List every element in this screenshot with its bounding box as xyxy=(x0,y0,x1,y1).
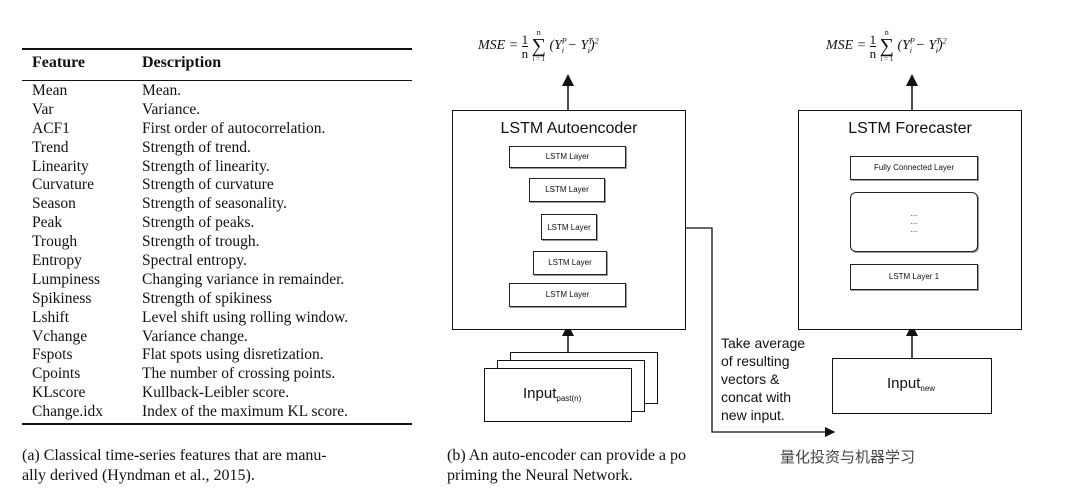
feature-name: Trough xyxy=(32,233,78,251)
table-row: Cpoints The number of crossing points. xyxy=(22,365,412,384)
forecaster-mse-formula: MSE = 1 n n ∑ i = 1 (YPi − YTi)2 xyxy=(826,28,947,63)
table-row: Season Strength of seasonality. xyxy=(22,195,412,214)
feature-name: Vchange xyxy=(32,327,88,345)
feature-name: Season xyxy=(32,195,76,213)
feature-name: Cpoints xyxy=(32,365,81,383)
feature-name: Peak xyxy=(32,214,63,232)
caption-a-line1: (a) Classical time-series features that … xyxy=(22,447,327,464)
table-row: Trough Strength of trough. xyxy=(22,233,412,252)
feature-name: Lshift xyxy=(32,308,70,326)
table-row: ACF1 First order of autocorrelation. xyxy=(22,120,412,139)
table-row: Curvature Strength of curvature xyxy=(22,176,412,195)
input-past-label: Inputpast(n) xyxy=(523,385,582,403)
caption-b-line1: (b) An auto-encoder can provide a po xyxy=(447,447,687,464)
table-row: Fspots Flat spots using disretization. xyxy=(22,346,412,365)
feature-description: Flat spots using disretization. xyxy=(142,346,324,364)
autoencoder-lstm-layer-4: LSTM Layer xyxy=(533,251,607,275)
table-row: Var Variance. xyxy=(22,101,412,120)
table-row: KLscore Kullback-Leibler score. xyxy=(22,384,412,403)
table-body: Mean Mean. Var Variance. ACF1 First order of … xyxy=(22,82,412,422)
autoencoder-lstm-layer-5: LSTM Layer xyxy=(509,283,626,307)
feature-description: The number of crossing points. xyxy=(142,365,336,383)
table-row: Vchange Variance change. xyxy=(22,328,412,347)
note-line-5: new input. xyxy=(721,407,785,423)
input-new-label: Inputnew xyxy=(887,375,936,393)
feature-description: Variance. xyxy=(142,100,201,118)
feature-name: Entropy xyxy=(32,252,82,270)
feature-name: Lumpiness xyxy=(32,270,101,288)
table-row: Spikiness Strength of spikiness xyxy=(22,290,412,309)
caption-a-line2: ally derived (Hyndman et al., 2015). xyxy=(22,467,255,484)
autoencoder-lstm-layer-1: LSTM Layer xyxy=(509,146,626,168)
table-row: Mean Mean. xyxy=(22,82,412,101)
forecaster-lstm-layer-1: LSTM Layer 1 xyxy=(850,264,978,290)
forecaster-title: LSTM Forecaster xyxy=(848,120,972,137)
feature-description: Index of the maximum KL score. xyxy=(142,403,349,421)
caption-b-line2: priming the Neural Network. xyxy=(447,467,633,484)
feature-name: Spikiness xyxy=(32,289,92,307)
feature-name: Trend xyxy=(32,138,69,156)
table-row: Linearity Strength of linearity. xyxy=(22,158,412,177)
feature-description: Variance change. xyxy=(142,327,248,345)
feature-description: Kullback-Leibler score. xyxy=(142,384,290,402)
table-row: Peak Strength of peaks. xyxy=(22,214,412,233)
note-line-2: of resulting xyxy=(721,353,790,369)
autoencoder-lstm-layer-2: LSTM Layer xyxy=(529,178,605,202)
autoencoder-title: LSTM Autoencoder xyxy=(500,120,638,137)
feature-description: Strength of curvature xyxy=(142,176,274,194)
table-header-description: Description xyxy=(142,54,222,71)
autoencoder-mse-formula: MSE = 1 n n ∑ i = 1 (YPi − YTi)2 xyxy=(478,28,599,63)
feature-description: Strength of linearity. xyxy=(142,157,270,175)
feature-name: ACF1 xyxy=(32,119,70,137)
table-top-rule xyxy=(22,48,412,50)
feature-description: Level shift using rolling window. xyxy=(142,308,349,326)
table-row: Change.idx Index of the maximum KL score. xyxy=(22,403,412,422)
feature-description: Spectral entropy. xyxy=(142,252,247,270)
table-bottom-rule xyxy=(22,423,412,425)
averaging-note: Take average of resulting vectors & conc… xyxy=(721,334,805,424)
feature-name: Fspots xyxy=(32,346,73,364)
forecaster-fully-connected-layer: Fully Connected Layer xyxy=(850,156,978,180)
table-header-rule xyxy=(22,80,412,81)
feature-name: Curvature xyxy=(32,176,94,194)
input-past-box: Inputpast(n) xyxy=(484,368,632,422)
feature-name: KLscore xyxy=(32,384,86,402)
feature-description: Strength of peaks. xyxy=(142,214,255,232)
autoencoder-lstm-layer-bottleneck: LSTM Layer xyxy=(541,214,597,240)
feature-name: Linearity xyxy=(32,157,89,175)
note-line-4: concat with xyxy=(721,389,792,405)
forecaster-hidden-layers: ... ... ... xyxy=(850,192,978,252)
table-row: Lumpiness Changing variance in remainder. xyxy=(22,271,412,290)
caption-b: (b) An auto-encoder can provide a po pri… xyxy=(447,446,1047,486)
feature-description: Strength of trough. xyxy=(142,233,260,251)
table-row: Trend Strength of trend. xyxy=(22,139,412,158)
feature-name: Change.idx xyxy=(32,403,104,421)
feature-name: Var xyxy=(32,100,54,118)
feature-description: Strength of trend. xyxy=(142,138,251,156)
feature-description: First order of autocorrelation. xyxy=(142,119,326,137)
note-line-1: Take average xyxy=(721,335,806,351)
table-row: Lshift Level shift using rolling window. xyxy=(22,309,412,328)
note-line-3: vectors & xyxy=(721,371,780,387)
table-header-feature: Feature xyxy=(32,54,86,71)
table-row: Entropy Spectral entropy. xyxy=(22,252,412,271)
feature-description: Strength of seasonality. xyxy=(142,195,287,213)
feature-description: Mean. xyxy=(142,82,182,99)
input-new-box: Inputnew xyxy=(832,358,992,414)
feature-description: Strength of spikiness xyxy=(142,289,273,307)
caption-a: (a) Classical time-series features that … xyxy=(22,446,422,486)
feature-name: Mean xyxy=(32,82,68,99)
watermark: 量化投资与机器学习 xyxy=(780,449,916,466)
feature-description: Changing variance in remainder. xyxy=(142,270,345,288)
